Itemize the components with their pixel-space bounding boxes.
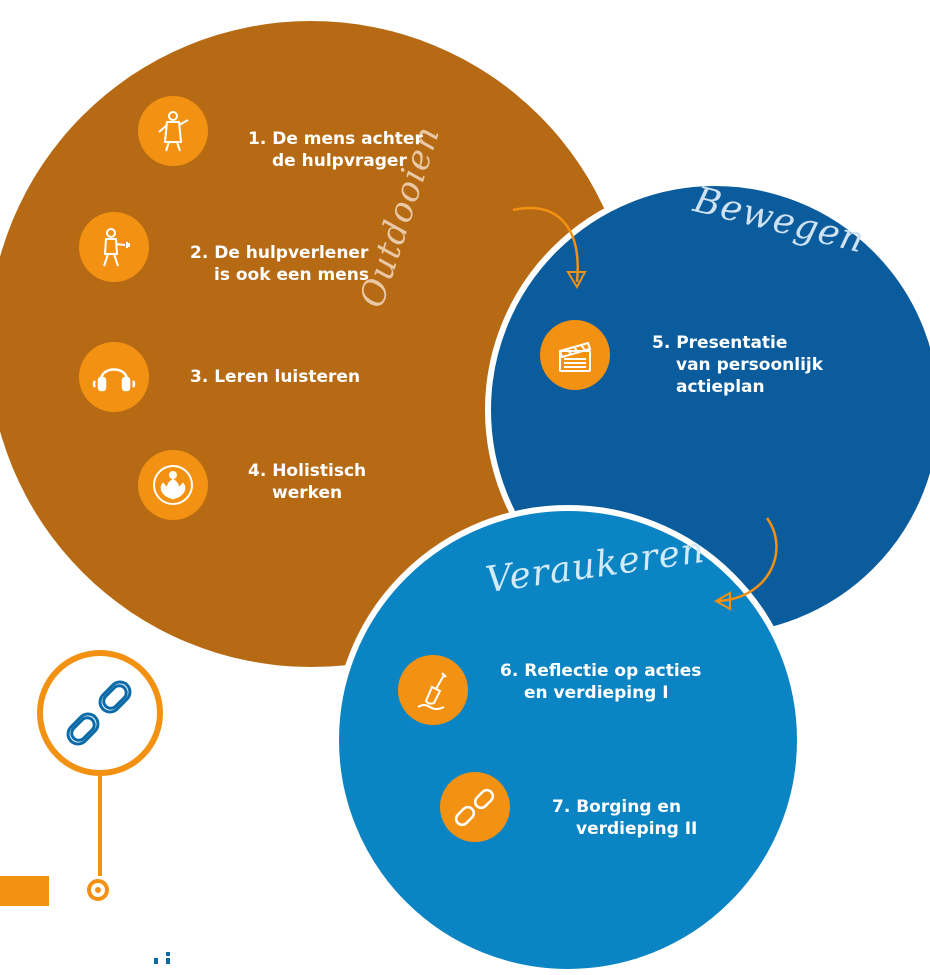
step-5-text: 5. Presentatie van persoonlijk actieplan (652, 333, 824, 397)
legend-dot (87, 879, 109, 901)
legend-bar (0, 876, 49, 906)
step-1-text: 1. De mens achter de hulpvrager (248, 129, 423, 171)
step-7-text: 7. Borging en verdieping II (552, 797, 698, 839)
step-6-text: 6. Reflectie op acties en verdieping I (500, 661, 702, 703)
chain-link-icon (440, 772, 510, 842)
step-4-text: 4. Holistisch werken (248, 461, 367, 503)
shovel-icon (398, 655, 468, 725)
helper-person-icon (79, 212, 149, 282)
step-2-text: 2. De hulpverlener is ook een mens (190, 243, 369, 285)
person-icon (138, 96, 208, 166)
lotus-icon (138, 450, 208, 520)
legend-chain-ring (37, 650, 163, 776)
legend-stem (98, 776, 102, 876)
clapperboard-icon (540, 320, 610, 390)
bottom-decoration (154, 952, 170, 964)
step-3-text: 3. Leren luisteren (190, 367, 361, 387)
headphones-icon (79, 342, 149, 412)
